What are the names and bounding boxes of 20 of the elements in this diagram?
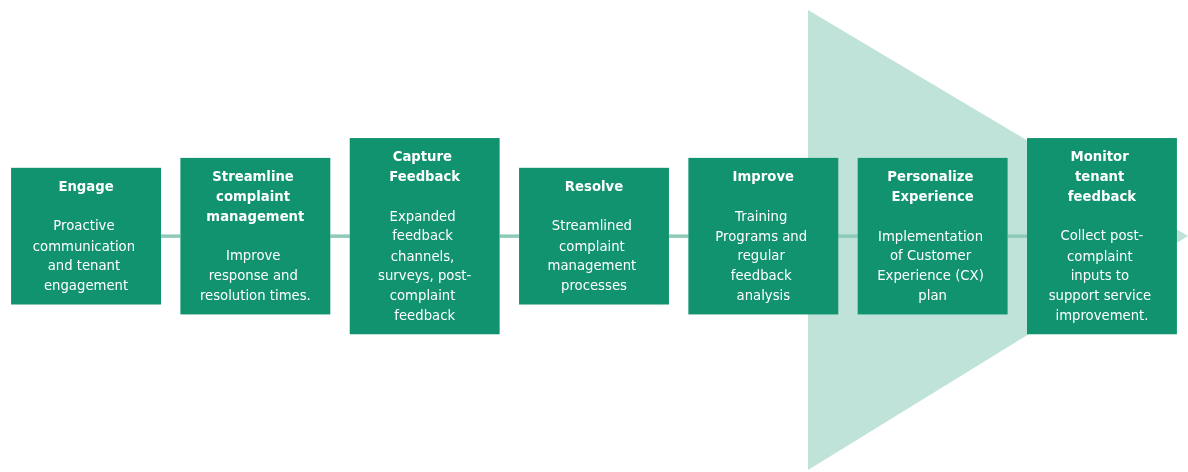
connector xyxy=(330,234,350,238)
connector xyxy=(161,234,181,238)
node-label: Engage xyxy=(58,178,114,195)
node-label: Training Programs and regular feedback analysis xyxy=(715,207,808,304)
node-label: Capture Feedback xyxy=(389,148,461,185)
node-label: Implementation of Customer Experience (CX) plan xyxy=(877,227,984,304)
connector xyxy=(668,234,689,238)
node-label: Streamline complaint management xyxy=(206,168,305,224)
connector xyxy=(838,234,858,238)
connector xyxy=(499,234,520,238)
node-label: Resolve xyxy=(564,178,624,195)
node-label: Streamlined complaint management processes xyxy=(547,217,637,294)
node-label: Expanded feedback channels, surveys, post-complaint feedback xyxy=(378,207,472,324)
node-label: Improve response and resolution times. xyxy=(199,247,311,304)
node-label: Collect post-complaint inputs to support service improvement. xyxy=(1048,227,1152,324)
connector xyxy=(1007,234,1027,238)
node-label: Personalize Experience xyxy=(887,168,974,205)
node-label: Proactive communication and tenant engagement xyxy=(32,217,136,294)
node-label: Improve xyxy=(732,168,795,185)
node-label: Monitor tenant feedback xyxy=(1067,148,1137,205)
